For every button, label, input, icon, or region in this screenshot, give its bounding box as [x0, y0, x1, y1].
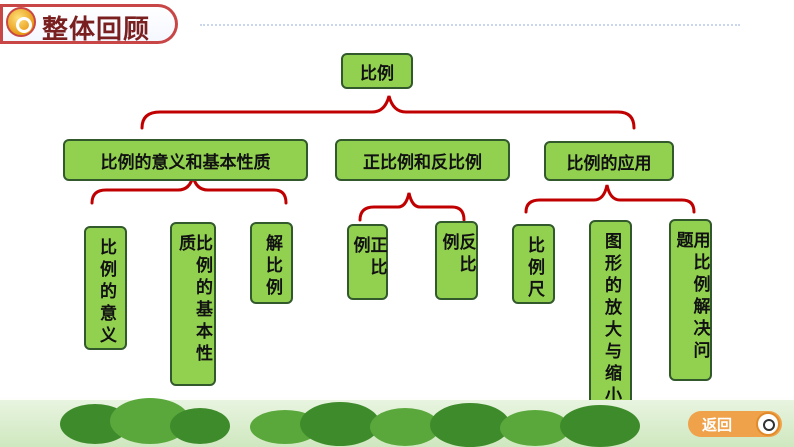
leaf-direct-proportion: 正比例 [347, 224, 388, 300]
node-meaning-and-properties: 比例的意义和基本性质 [63, 139, 308, 181]
header: 整体回顾 [0, 0, 794, 52]
group3-brace [524, 184, 696, 214]
search-icon [756, 412, 780, 436]
leaf-solve-proportion: 解比例 [250, 222, 293, 304]
leaf-scale: 比例尺 [512, 224, 555, 304]
leaf-basic-property: 比例的基本性质 [170, 222, 216, 386]
back-label: 返回 [702, 415, 733, 434]
logo-icon [6, 7, 36, 37]
node-direct-and-inverse: 正比例和反比例 [335, 139, 510, 181]
group2-brace [358, 192, 466, 222]
leaf-enlarge-shrink: 图形的放大与缩小 [589, 220, 632, 410]
back-button[interactable]: 返回 [688, 411, 782, 437]
leaf-inverse-proportion: 反比例 [435, 221, 478, 300]
page-title: 整体回顾 [42, 15, 151, 45]
root-brace [140, 95, 636, 130]
root-node: 比例 [341, 53, 413, 89]
leaf-meaning: 比例的意义 [84, 226, 127, 350]
node-applications: 比例的应用 [544, 141, 674, 181]
leaf-solve-problems: 用比例解决问题 [669, 219, 712, 381]
header-divider [200, 24, 740, 28]
